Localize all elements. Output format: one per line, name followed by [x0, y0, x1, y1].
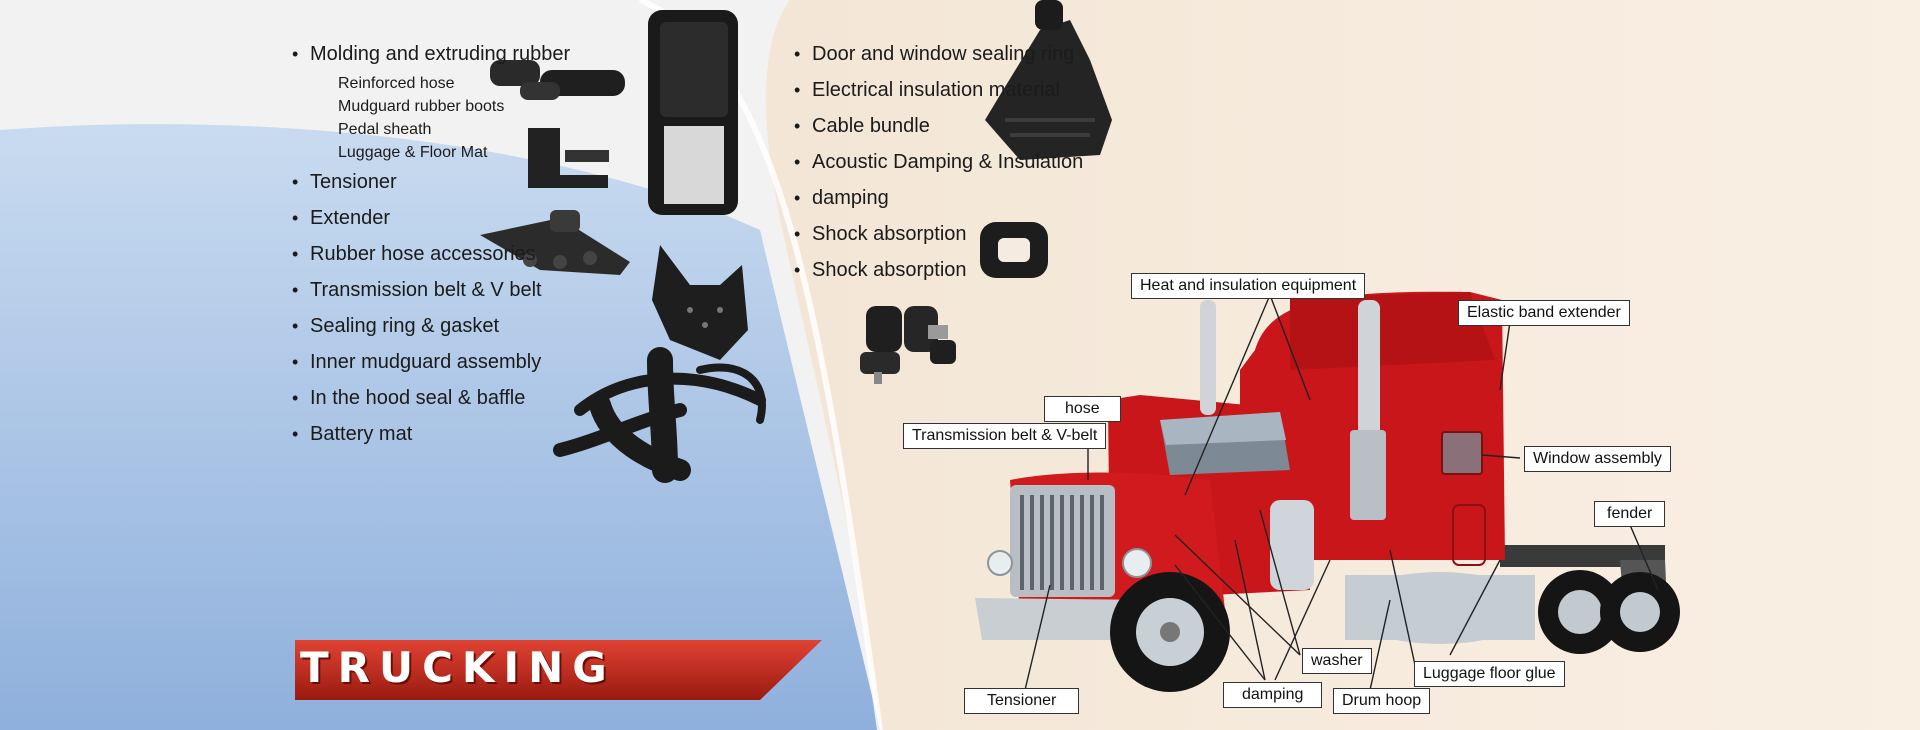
callout-hose: hose — [1044, 396, 1121, 422]
mirror-icon — [648, 10, 738, 215]
list-item: Rubber hose accessories — [292, 236, 570, 272]
bracket-icon — [652, 245, 748, 360]
list-item: Transmission belt & V belt — [292, 272, 570, 308]
hoses-icon — [553, 347, 766, 483]
callout-fender: fender — [1594, 501, 1666, 527]
rear-wheel-icon — [1538, 570, 1680, 654]
banner-title: TRUCKING — [300, 643, 616, 692]
list-item: Inner mudguard assembly — [292, 344, 570, 380]
middle-products-list: Door and window sealing ring Electrical … — [794, 36, 1083, 288]
left-products-list: Molding and extruding rubber Reinforced … — [292, 36, 570, 452]
list-item: Shock absorption — [794, 216, 1083, 252]
list-item: Electrical insulation material — [794, 72, 1083, 108]
list-item: Molding and extruding rubber Reinforced … — [292, 36, 570, 164]
list-item: In the hood seal & baffle — [292, 380, 570, 416]
banner-shape — [295, 640, 822, 700]
callout-heat-insulation: Heat and insulation equipment — [1131, 273, 1366, 299]
callout-washer: washer — [1302, 648, 1372, 674]
list-item: Cable bundle — [794, 108, 1083, 144]
list-item: Extender — [292, 200, 570, 236]
list-item: damping — [794, 180, 1083, 216]
list-item: Shock absorption — [794, 252, 1083, 288]
list-item: Door and window sealing ring — [794, 36, 1083, 72]
callout-window-assembly: Window assembly — [1524, 446, 1671, 472]
front-wheel-icon — [1110, 572, 1230, 692]
callout-transmission-belt: Transmission belt & V-belt — [903, 423, 1107, 449]
list-item: Battery mat — [292, 416, 570, 452]
list-item: Acoustic Damping & Insulation — [794, 144, 1083, 180]
callout-tensioner: Tensioner — [964, 688, 1080, 714]
list-item: Sealing ring & gasket — [292, 308, 570, 344]
callout-damping: damping — [1223, 682, 1323, 708]
list-item: Tensioner — [292, 164, 570, 200]
callout-elastic-band-extender: Elastic band extender — [1458, 300, 1630, 326]
list-item: Luggage & Floor Mat — [338, 144, 488, 161]
list-item: Mudguard rubber boots — [338, 98, 505, 115]
shock-absorber-icon — [860, 306, 956, 384]
callout-drum-hoop: Drum hoop — [1333, 688, 1431, 714]
callout-luggage-floor-glue: Luggage floor glue — [1414, 661, 1565, 687]
molding-sublist: Reinforced hose Mudguard rubber boots Pe… — [310, 72, 570, 164]
list-item: Reinforced hose — [338, 75, 455, 92]
list-item: Pedal sheath — [338, 121, 432, 138]
